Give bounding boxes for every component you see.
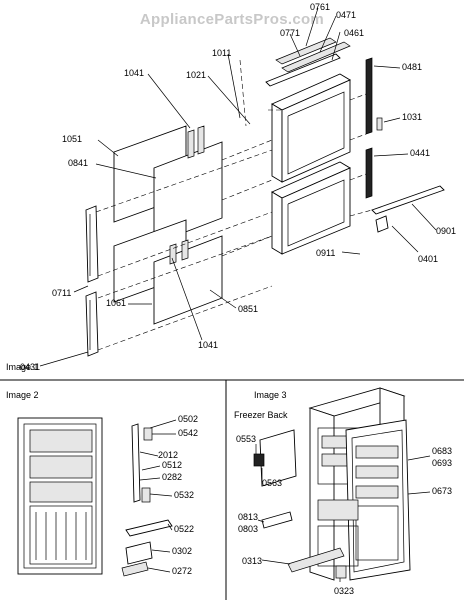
part-0323	[335, 565, 347, 579]
part-label-0851: 0851	[238, 304, 258, 314]
part-label-0711: 0711	[52, 288, 71, 298]
watermark-text: AppliancePartsPros.com	[140, 11, 324, 28]
part-label-0803: 0803	[238, 524, 258, 534]
door-upper-edge	[271, 103, 283, 183]
fridge-door	[345, 419, 411, 581]
part-label-0553: 0553	[236, 434, 256, 444]
part-label-0481: 0481	[402, 62, 422, 72]
hinge-0401	[375, 215, 389, 233]
section-title-image3: Image 3	[254, 390, 287, 400]
image2-drawing	[17, 417, 177, 577]
part-label-0502: 0502	[178, 414, 198, 424]
part-label-0313: 0313	[242, 556, 262, 566]
part-label-0471: 0471	[336, 10, 356, 20]
freezer-back-panel	[259, 429, 297, 487]
door-upper-panel	[281, 79, 351, 183]
hinge-bar-0282	[131, 423, 141, 503]
part-0542	[143, 427, 153, 441]
part-label-0461: 0461	[344, 28, 364, 38]
part-label-0771: 0771	[280, 28, 300, 38]
part-label-1051: 1051	[62, 134, 82, 144]
top-trim-0471	[281, 41, 351, 73]
part-label-0693: 0693	[432, 458, 452, 468]
part-0813	[261, 511, 293, 529]
part-label-1011: 1011	[212, 48, 231, 58]
section-title-image1: Image 1	[6, 362, 39, 372]
part-label-0431: 0431	[20, 362, 40, 372]
part-label-0522: 0522	[174, 524, 194, 534]
kickplate-0313	[287, 547, 345, 573]
part-label-0272: 0272	[172, 566, 192, 576]
door-lower-panel	[281, 167, 351, 255]
image2-labels: 0502 0542 2012 0512 0282 0532 0522 0302 …	[158, 414, 198, 576]
part-0532	[141, 487, 151, 503]
image1-drawing	[39, 7, 445, 367]
part-label-0401: 0401	[418, 254, 438, 264]
part-label-0901: 0901	[436, 226, 456, 236]
part-label-0302: 0302	[172, 546, 192, 556]
part-label-1031: 1031	[402, 112, 422, 122]
part-label-2012: 2012	[158, 450, 178, 460]
freezer-back-label: Freezer Back	[234, 410, 288, 420]
part-label-0441: 0441	[410, 148, 430, 158]
part-label-0813: 0813	[238, 512, 258, 522]
part-label-0512: 0512	[162, 460, 182, 470]
cabinet-left	[309, 407, 335, 581]
door-lower-edge	[271, 191, 283, 255]
part-label-0563: 0563	[262, 478, 282, 488]
hinge-0302	[125, 541, 153, 565]
hinge-0272	[121, 561, 149, 577]
part-label-0911: 0911	[316, 248, 335, 258]
part-label-0673: 0673	[432, 486, 452, 496]
bracket-1031	[376, 117, 383, 131]
part-label-1021: 1021	[186, 70, 206, 80]
strip-0522	[125, 519, 173, 537]
gasket-strip-0441	[365, 147, 373, 199]
image3-drawing	[253, 387, 431, 582]
part-label-0282: 0282	[162, 472, 182, 482]
part-0553	[253, 453, 265, 467]
part-label-0841: 0841	[68, 158, 88, 168]
top-trim-0761	[275, 37, 337, 65]
part-label-0323: 0323	[334, 586, 354, 596]
part-label-0542: 0542	[178, 428, 198, 438]
part-label-0761: 0761	[310, 2, 330, 12]
gasket-strip-0481	[365, 57, 373, 135]
part-label-1061: 1061	[106, 298, 126, 308]
image3-labels: 0553 0563 0683 0693 0673 0813 0803 0313 …	[236, 434, 452, 596]
part-label-1041-bottom: 1041	[198, 340, 218, 350]
top-trim-0461	[265, 53, 341, 87]
part-label-1041-top: 1041	[124, 68, 144, 78]
section-title-image2: Image 2	[6, 390, 39, 400]
bottom-bar-0901	[371, 185, 445, 215]
part-label-0683: 0683	[432, 446, 452, 456]
part-label-0532: 0532	[174, 490, 194, 500]
trim-0711	[85, 205, 99, 283]
image1-labels: 0761 0471 0771 0461 1011 1041 1021 0481 …	[20, 2, 456, 372]
trim-0431	[85, 291, 99, 357]
